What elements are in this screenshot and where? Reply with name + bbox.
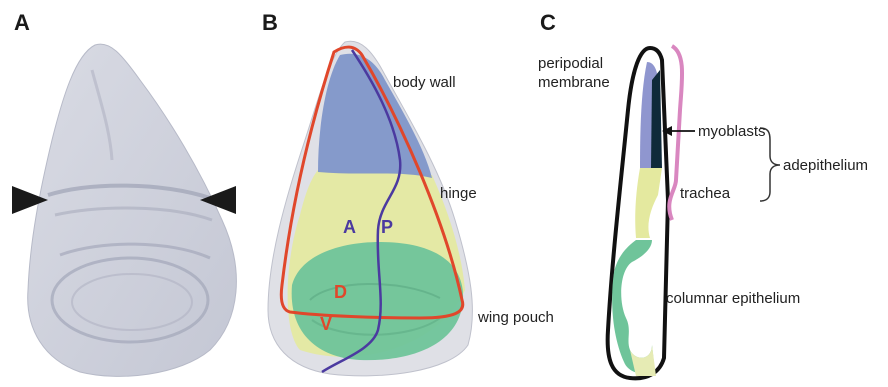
panel-c-letter: C (540, 10, 556, 35)
panel-b-letter: B (262, 10, 278, 35)
wing-disc-photo (28, 44, 237, 376)
label-trachea: trachea (680, 185, 731, 202)
label-ventral: V (320, 314, 332, 334)
label-membrane: membrane (538, 74, 610, 91)
label-posterior: P (381, 217, 393, 237)
label-peripodial: peripodial (538, 55, 603, 72)
panel-b: B body wall hinge wing pouch A P D V (262, 10, 554, 376)
panel-c: C peripodial membrane myoblasts adepithe… (538, 10, 868, 378)
label-wing-pouch: wing pouch (477, 309, 554, 326)
label-adepithelium: adepithelium (783, 157, 868, 174)
label-columnar-epithelium: columnar epithelium (666, 290, 800, 307)
label-anterior: A (343, 217, 356, 237)
label-dorsal: D (334, 282, 347, 302)
label-myoblasts: myoblasts (698, 123, 766, 140)
label-body-wall: body wall (393, 74, 456, 91)
panel-a-letter: A (14, 10, 30, 35)
panel-a: A (12, 10, 236, 376)
label-hinge: hinge (440, 185, 477, 202)
